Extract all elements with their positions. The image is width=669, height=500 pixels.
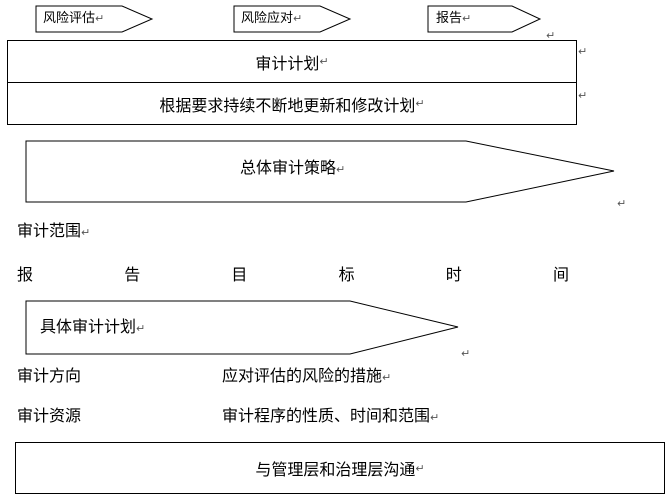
audit-plan-subtitle-box: 根据要求持续不断地更新和修改计划↵ <box>7 82 577 125</box>
arrow-label-risk-assessment: 风险评估↵ <box>43 11 105 26</box>
audit-plan-title: 审计计划 <box>255 53 320 73</box>
scope-item: 目 <box>231 265 248 284</box>
paragraph-mark: ↵ <box>546 29 556 42</box>
scope-item: 告 <box>124 265 141 284</box>
communication-label: 与管理层和治理层沟通 <box>255 460 416 479</box>
arrow-risk-response <box>233 5 352 33</box>
scope-item: 标 <box>338 265 355 284</box>
paragraph-mark: ↵ <box>461 347 471 360</box>
scope-item: 间 <box>552 265 569 284</box>
communication-box: 与管理层和治理层沟通↵ <box>15 442 665 494</box>
paragraph-mark: ↵ <box>617 197 627 210</box>
detail-right-measures: 应对评估的风险的措施↵ <box>222 366 392 385</box>
arrow-label-risk-response: 风险应对↵ <box>241 11 303 26</box>
arrow-overall-strategy <box>25 140 615 203</box>
overall-strategy-label: 总体审计策略↵ <box>240 158 346 177</box>
specific-plan-label: 具体审计计划↵ <box>40 317 146 336</box>
arrow-label-report: 报告↵ <box>436 11 472 26</box>
detail-left-resources: 审计资源 <box>17 406 82 425</box>
audit-scope-items: 报 告 目 标 时 间 <box>17 261 569 285</box>
arrow-risk-assessment <box>35 5 154 33</box>
scope-item: 时 <box>445 265 462 284</box>
arrow-report <box>427 5 542 33</box>
paragraph-mark: ↵ <box>578 89 588 102</box>
paragraph-mark: ↵ <box>578 45 588 58</box>
detail-left-direction: 审计方向 <box>17 366 82 385</box>
audit-plan-title-box: 审计计划↵ <box>7 40 577 83</box>
audit-scope-label: 审计范围↵ <box>17 221 91 240</box>
scope-item: 报 <box>17 265 34 284</box>
audit-plan-subtitle: 根据要求持续不断地更新和修改计划 <box>159 95 416 115</box>
detail-right-procedures: 审计程序的性质、时间和范围↵ <box>222 406 440 425</box>
arrow-specific-plan <box>25 300 459 355</box>
